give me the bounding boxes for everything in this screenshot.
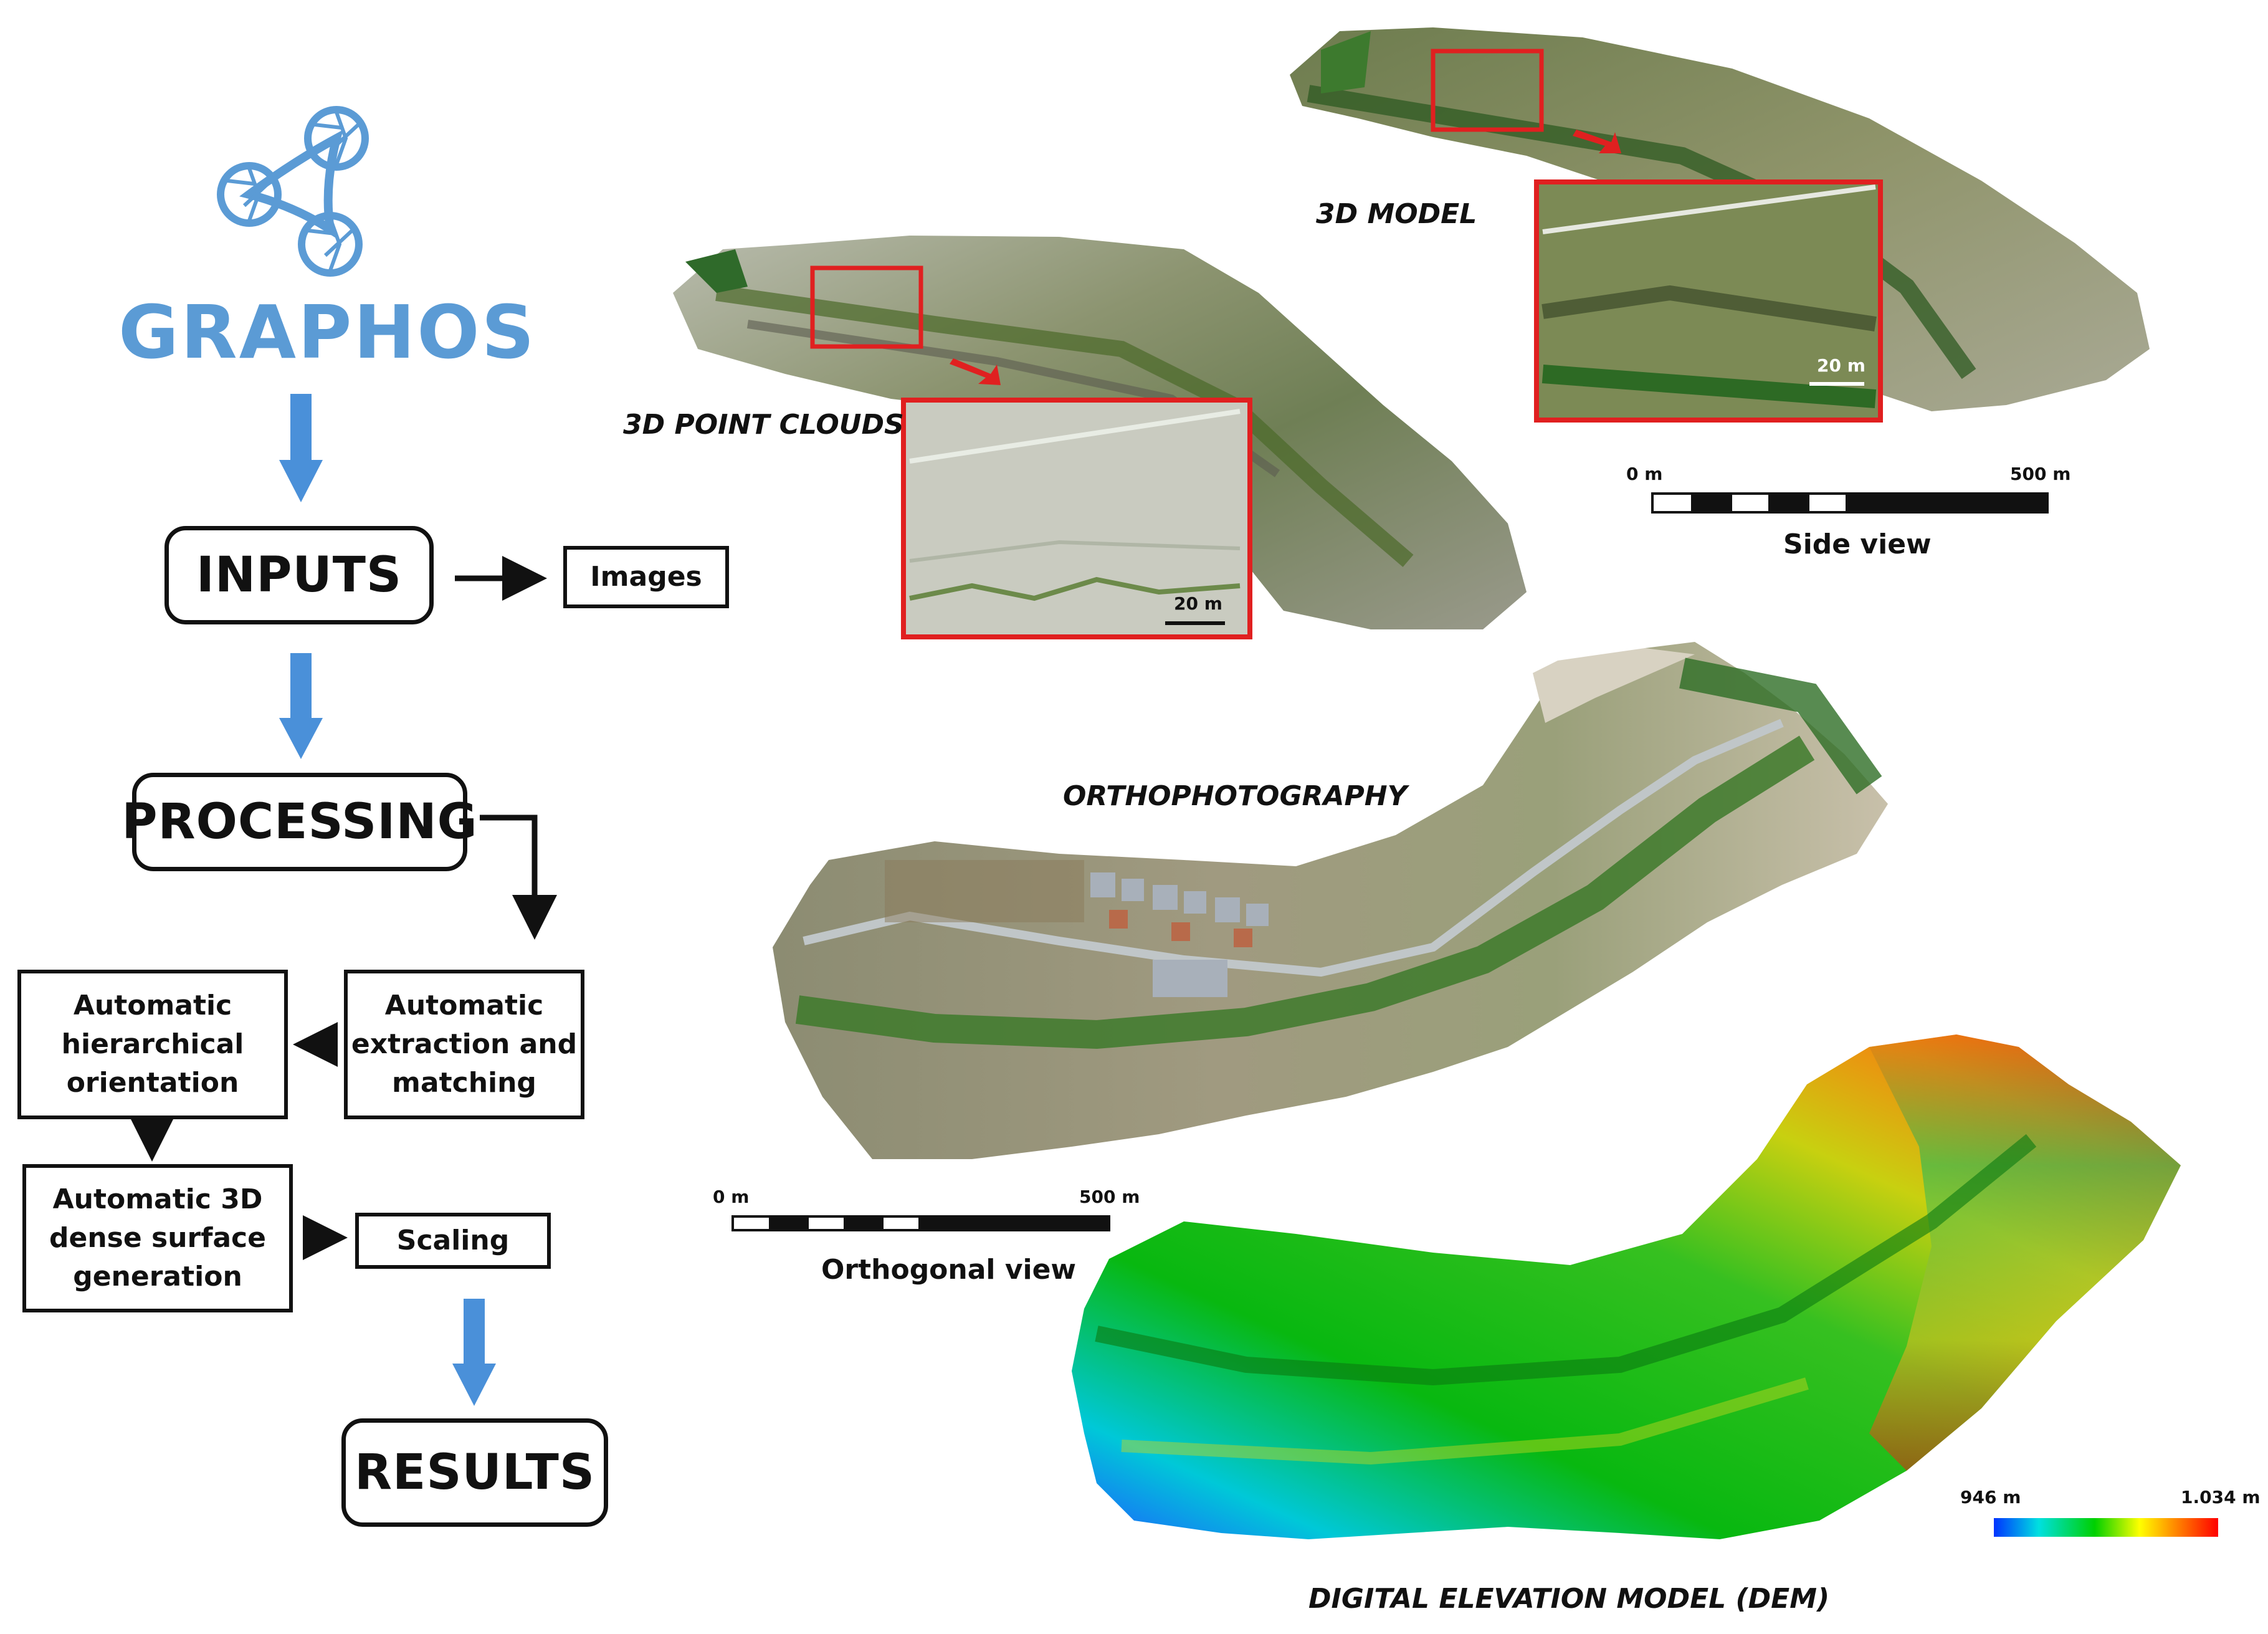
dense-line-2: dense surface <box>49 1222 266 1254</box>
orientation-line-3: orientation <box>66 1067 239 1099</box>
processing-label: PROCESSING <box>122 794 478 850</box>
orthophoto-terrain <box>773 642 1888 1159</box>
point-clouds-label: 3D POINT CLOUDS <box>623 409 904 441</box>
images-box: Images <box>563 546 729 608</box>
flow-arrows-blue <box>279 394 496 1406</box>
point-clouds-inset-scale: 20 m <box>1174 593 1222 614</box>
triangle-shutter-logo-icon <box>217 106 369 277</box>
extraction-line-1: Automatic <box>384 990 544 1021</box>
dem-label: DIGITAL ELEVATION MODEL (DEM) <box>1308 1583 1830 1615</box>
side-view-scale-bar <box>1651 492 2049 514</box>
results-label: RESULTS <box>354 1445 596 1501</box>
model-terrain <box>1290 27 2150 423</box>
results-box: RESULTS <box>341 1418 608 1527</box>
flow-arrows-black <box>130 556 557 1260</box>
orthogonal-view-scale-bar <box>731 1215 1110 1231</box>
dense-surface-box: Automatic 3D dense surface generation <box>22 1164 293 1312</box>
extraction-box: Automatic extraction and matching <box>344 970 584 1119</box>
dense-line-3: generation <box>73 1261 242 1292</box>
side-view-caption: Side view <box>1783 528 1932 560</box>
images-label: Images <box>590 561 702 593</box>
orientation-box: Automatic hierarchical orientation <box>17 970 288 1119</box>
inputs-box: INPUTS <box>164 526 434 624</box>
scaling-box: Scaling <box>355 1213 551 1269</box>
logo-title: GRAPHOS <box>118 289 536 375</box>
scaling-label: Scaling <box>396 1225 510 1256</box>
orthogonal-view-caption: Orthogonal view <box>821 1254 1077 1286</box>
orientation-line-1: Automatic <box>73 990 232 1021</box>
ortho-scale-end: 500 m <box>1079 1187 1140 1207</box>
dem-legend-min: 946 m <box>1960 1487 2021 1507</box>
inputs-label: INPUTS <box>196 547 403 603</box>
orientation-line-2: hierarchical <box>61 1028 244 1060</box>
ortho-label: ORTHOPHOTOGRAPHY <box>1063 780 1408 812</box>
extraction-line-3: matching <box>392 1067 536 1099</box>
extraction-line-2: extraction and <box>351 1028 578 1060</box>
model-label: 3D MODEL <box>1316 198 1477 230</box>
side-scale-start: 0 m <box>1626 464 1663 484</box>
processing-box: PROCESSING <box>122 773 477 871</box>
dense-line-1: Automatic 3D <box>52 1183 263 1215</box>
ortho-scale-start: 0 m <box>713 1187 750 1207</box>
dem-legend-gradient <box>1994 1518 2218 1537</box>
dem-legend-max: 1.034 m <box>2181 1487 2261 1507</box>
model-inset-scale: 20 m <box>1817 355 1865 376</box>
side-scale-end: 500 m <box>2010 464 2071 484</box>
dem-terrain <box>1072 1034 2181 1539</box>
point-cloud-terrain <box>673 236 1527 639</box>
